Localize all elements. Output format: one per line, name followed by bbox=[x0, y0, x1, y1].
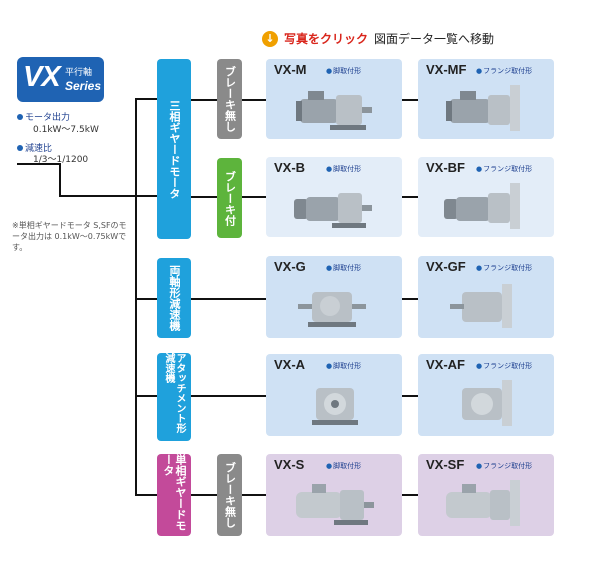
brake-flange-mount-motor-photo bbox=[444, 183, 520, 229]
trunk-line bbox=[135, 98, 137, 496]
connector-line bbox=[135, 98, 157, 100]
connector-line bbox=[402, 298, 418, 300]
product-card-vx-mf[interactable]: VX-MF フランジ取付形 bbox=[418, 59, 554, 139]
connector-line bbox=[191, 99, 217, 101]
product-card-vx-sf[interactable]: VX-SF フランジ取付形 bbox=[418, 454, 554, 536]
connector-line bbox=[191, 196, 217, 198]
product-card-vx-af[interactable]: VX-AF フランジ取付形 bbox=[418, 354, 554, 436]
attachment-flange-reducer-photo bbox=[462, 380, 512, 426]
model-name: VX-A bbox=[274, 357, 306, 372]
connector-line bbox=[242, 494, 266, 496]
mount-type: フランジ取付形 bbox=[476, 263, 532, 273]
model-name: VX-MF bbox=[426, 62, 467, 77]
bullet-icon bbox=[17, 145, 23, 151]
connector-line bbox=[191, 395, 266, 397]
model-name: VX-S bbox=[274, 457, 305, 472]
mount-type: 脚取付形 bbox=[326, 361, 361, 371]
logo-sub2: Series bbox=[65, 79, 102, 93]
product-card-vx-gf[interactable]: VX-GF フランジ取付形 bbox=[418, 256, 554, 338]
connector-line bbox=[135, 494, 157, 496]
mount-type: 脚取付形 bbox=[326, 164, 361, 174]
single-phase-flange-motor-photo bbox=[446, 480, 520, 526]
connector-line bbox=[17, 163, 60, 165]
category-single-phase: 単相ギヤードモータ bbox=[157, 454, 191, 536]
mount-type: 脚取付形 bbox=[326, 461, 361, 471]
connector-line bbox=[135, 298, 157, 300]
connector-line bbox=[59, 163, 61, 196]
double-shaft-reducer-photo bbox=[298, 292, 366, 327]
drawing-list-text: 図面データ一覧へ移動 bbox=[374, 32, 495, 46]
brake-with-three-phase: ブレーキ付 bbox=[217, 158, 242, 238]
mount-type: フランジ取付形 bbox=[476, 164, 532, 174]
category-double-shaft: 両軸形減速機 bbox=[157, 258, 191, 338]
footnote: ※単相ギヤードモータ S,SFのモータ出力は 0.1kW～0.75kWです。 bbox=[12, 221, 127, 252]
mount-type: フランジ取付形 bbox=[476, 66, 532, 76]
model-name: VX-M bbox=[274, 62, 307, 77]
connector-line bbox=[191, 494, 217, 496]
click-photo-text: 写真をクリック bbox=[284, 32, 369, 46]
model-name: VX-G bbox=[274, 259, 306, 274]
connector-line bbox=[402, 196, 418, 198]
header-link[interactable]: ↓ 写真をクリック 図面データ一覧へ移動 bbox=[262, 30, 494, 47]
brake-none-single-phase: ブレーキ無し bbox=[217, 454, 242, 536]
vx-series-logo: VX 平行軸 Series bbox=[17, 57, 104, 102]
connector-line bbox=[242, 99, 266, 101]
mount-type: 脚取付形 bbox=[326, 263, 361, 273]
attachment-reducer-photo bbox=[312, 388, 358, 425]
product-card-vx-m[interactable]: VX-M 脚取付形 bbox=[266, 59, 402, 139]
spec-output-label: モータ出力 bbox=[17, 110, 70, 123]
connector-line bbox=[191, 298, 266, 300]
mount-type: フランジ取付形 bbox=[476, 361, 532, 371]
logo-main: VX bbox=[23, 61, 61, 93]
spec-ratio-label: 減速比 bbox=[17, 141, 52, 154]
model-name: VX-B bbox=[274, 160, 306, 175]
model-name: VX-GF bbox=[426, 259, 466, 274]
down-arrow-icon: ↓ bbox=[262, 30, 278, 47]
category-attachment: アタッチメント形減速機 bbox=[157, 353, 191, 441]
brake-foot-mount-motor-photo bbox=[294, 193, 372, 228]
connector-line bbox=[242, 196, 266, 198]
flange-mount-motor-photo bbox=[446, 85, 520, 131]
double-shaft-flange-reducer-photo bbox=[450, 284, 512, 328]
model-name: VX-AF bbox=[426, 357, 465, 372]
brake-none-three-phase: ブレーキ無し bbox=[217, 59, 242, 139]
mount-type: フランジ取付形 bbox=[476, 461, 532, 471]
product-card-vx-b[interactable]: VX-B 脚取付形 bbox=[266, 157, 402, 237]
product-card-vx-s[interactable]: VX-S 脚取付形 bbox=[266, 454, 402, 536]
model-name: VX-SF bbox=[426, 457, 465, 472]
connector-line bbox=[402, 99, 418, 101]
product-card-vx-a[interactable]: VX-A 脚取付形 bbox=[266, 354, 402, 436]
spec-ratio-value: 1/3～1/1200 bbox=[33, 155, 89, 165]
connector-line bbox=[402, 395, 418, 397]
foot-mount-motor-photo bbox=[296, 91, 372, 130]
connector-line bbox=[59, 195, 159, 197]
single-phase-foot-motor-photo bbox=[296, 484, 374, 525]
product-card-vx-g[interactable]: VX-G 脚取付形 bbox=[266, 256, 402, 338]
bullet-icon bbox=[17, 114, 23, 120]
product-card-vx-bf[interactable]: VX-BF フランジ取付形 bbox=[418, 157, 554, 237]
category-three-phase: 三相ギヤードモータ bbox=[157, 59, 191, 239]
mount-type: 脚取付形 bbox=[326, 66, 361, 76]
model-name: VX-BF bbox=[426, 160, 465, 175]
logo-sub1: 平行軸 bbox=[65, 68, 93, 78]
connector-line bbox=[402, 494, 418, 496]
spec-output-value: 0.1kW～7.5kW bbox=[33, 125, 99, 135]
connector-line bbox=[135, 395, 157, 397]
